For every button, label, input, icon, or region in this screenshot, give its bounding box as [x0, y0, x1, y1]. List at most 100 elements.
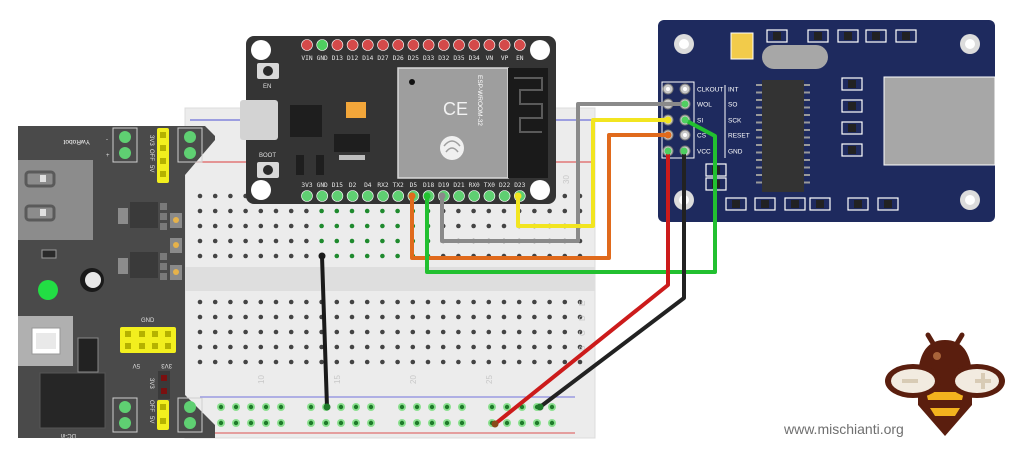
esp32-pin-en[interactable]	[513, 39, 526, 51]
breadboard-hole[interactable]	[577, 314, 583, 320]
breadboard-hole[interactable]	[380, 299, 385, 305]
esp32-pin-d26[interactable]	[392, 39, 405, 51]
esp32-pin-d2[interactable]	[346, 190, 359, 202]
breadboard-hole[interactable]	[380, 329, 385, 335]
breadboard-hole[interactable]	[440, 344, 446, 350]
esp32-pin-rx0[interactable]	[468, 190, 481, 202]
breadboard-hole[interactable]	[228, 359, 233, 365]
breadboard-hole[interactable]	[258, 344, 264, 350]
breadboard-hole[interactable]	[197, 329, 203, 335]
breadboard-hole[interactable]	[501, 314, 507, 320]
breadboard-hole[interactable]	[273, 208, 279, 214]
esp32-pin-d14[interactable]	[361, 39, 374, 51]
breadboard-hole[interactable]	[562, 193, 568, 199]
breadboard-hole[interactable]	[516, 359, 522, 365]
breadboard-hole[interactable]	[258, 253, 264, 259]
wire-esp-gnd-rail[interactable]	[320, 254, 329, 409]
breadboard-hole[interactable]	[319, 344, 324, 350]
breadboard-hole[interactable]	[456, 314, 461, 320]
breadboard-hole[interactable]	[243, 329, 248, 335]
breadboard-hole[interactable]	[380, 344, 385, 350]
breadboard-hole[interactable]	[562, 329, 568, 335]
breadboard-hole[interactable]	[380, 253, 385, 259]
esp32-pin-rx2[interactable]	[377, 190, 389, 202]
breadboard-hole[interactable]	[562, 208, 568, 214]
esp32-pin-d22[interactable]	[498, 190, 511, 202]
breadboard-hole[interactable]	[243, 314, 248, 320]
breadboard-hole[interactable]	[364, 299, 370, 305]
breadboard-hole[interactable]	[334, 253, 340, 259]
breadboard-hole[interactable]	[364, 329, 370, 335]
esp32-pin-gnd[interactable]	[316, 190, 329, 202]
breadboard-hole[interactable]	[273, 253, 279, 259]
breadboard-hole[interactable]	[501, 299, 507, 305]
breadboard-hole[interactable]	[258, 359, 264, 365]
breadboard-hole[interactable]	[288, 238, 294, 244]
breadboard-hole[interactable]	[532, 344, 537, 350]
breadboard-hole[interactable]	[395, 329, 400, 335]
breadboard-hole[interactable]	[197, 344, 203, 350]
breadboard-hole[interactable]	[440, 329, 446, 335]
breadboard-hole[interactable]	[212, 253, 218, 259]
breadboard-hole[interactable]	[288, 329, 294, 335]
breadboard-hole[interactable]	[197, 359, 203, 365]
breadboard-hole[interactable]	[471, 344, 476, 350]
breadboard-hole[interactable]	[273, 314, 279, 320]
breadboard-hole[interactable]	[562, 359, 568, 365]
breadboard-hole[interactable]	[486, 359, 492, 365]
breadboard-hole[interactable]	[212, 359, 218, 365]
breadboard-hole[interactable]	[562, 299, 568, 305]
breadboard-hole[interactable]	[425, 314, 431, 320]
breadboard-hole[interactable]	[349, 314, 355, 320]
breadboard-hole[interactable]	[197, 299, 203, 305]
breadboard-hole[interactable]	[304, 329, 309, 335]
breadboard-hole[interactable]	[364, 238, 370, 244]
breadboard-hole[interactable]	[273, 299, 279, 305]
boot-button[interactable]	[257, 162, 279, 178]
breadboard-hole[interactable]	[212, 208, 218, 214]
breadboard-hole[interactable]	[334, 344, 340, 350]
breadboard-hole[interactable]	[304, 208, 309, 214]
breadboard-hole[interactable]	[395, 299, 400, 305]
wire-d19-so[interactable]	[440, 102, 687, 243]
breadboard-hole[interactable]	[547, 329, 552, 335]
breadboard-hole[interactable]	[304, 359, 309, 365]
breadboard-hole[interactable]	[364, 253, 370, 259]
breadboard-hole[interactable]	[364, 208, 370, 214]
breadboard-hole[interactable]	[288, 253, 294, 259]
breadboard-hole[interactable]	[212, 314, 218, 320]
breadboard-hole[interactable]	[471, 223, 476, 229]
breadboard-hole[interactable]	[304, 344, 309, 350]
voltage-jumper-top[interactable]	[157, 128, 169, 183]
breadboard-hole[interactable]	[425, 299, 431, 305]
breadboard-hole[interactable]	[243, 359, 248, 365]
wire-d18-sck[interactable]	[425, 118, 717, 274]
breadboard-hole[interactable]	[395, 238, 400, 244]
breadboard-hole[interactable]	[577, 299, 583, 305]
esp32-pin-gnd[interactable]	[316, 39, 329, 51]
breadboard-hole[interactable]	[243, 299, 248, 305]
breadboard-hole[interactable]	[334, 329, 340, 335]
breadboard-hole[interactable]	[410, 344, 416, 350]
breadboard-hole[interactable]	[228, 208, 233, 214]
breadboard-hole[interactable]	[395, 253, 400, 259]
breadboard-hole[interactable]	[349, 344, 355, 350]
breadboard-hole[interactable]	[395, 223, 400, 229]
breadboard-hole[interactable]	[501, 208, 507, 214]
breadboard-hole[interactable]	[456, 299, 461, 305]
breadboard-hole[interactable]	[334, 208, 340, 214]
breadboard-hole[interactable]	[440, 299, 446, 305]
breadboard-hole[interactable]	[304, 223, 309, 229]
breadboard-hole[interactable]	[547, 344, 552, 350]
breadboard-hole[interactable]	[471, 359, 476, 365]
esp32-pin-d27[interactable]	[377, 39, 389, 51]
wire-d5-cs[interactable]	[410, 133, 670, 260]
breadboard-hole[interactable]	[212, 344, 218, 350]
breadboard-hole[interactable]	[395, 344, 400, 350]
breadboard-hole[interactable]	[228, 238, 233, 244]
esp32-pin-d35[interactable]	[453, 39, 465, 51]
breadboard-hole[interactable]	[319, 238, 324, 244]
esp32-pin-d34[interactable]	[468, 39, 481, 51]
breadboard-hole[interactable]	[395, 208, 400, 214]
wire-vcc-rail[interactable]	[493, 149, 670, 426]
